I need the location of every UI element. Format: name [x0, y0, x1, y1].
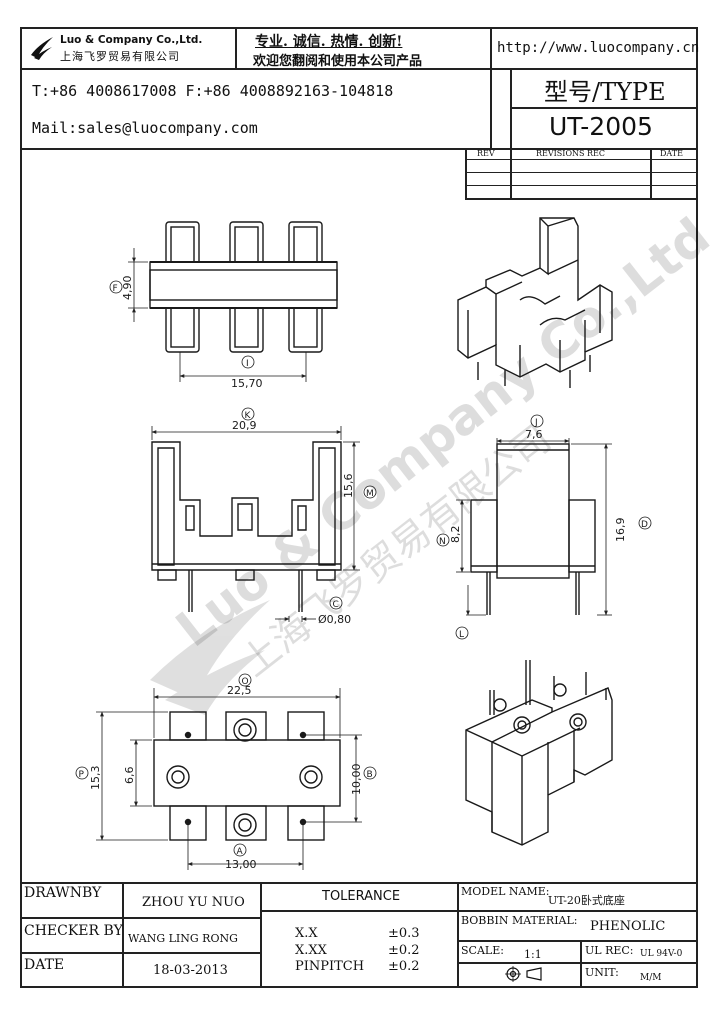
front-width-tag: K: [245, 411, 252, 421]
top-view: [128, 221, 338, 382]
scale-value: 1:1: [524, 948, 542, 961]
tolerance-xxx-label: X.XX: [295, 943, 327, 958]
date-label: DATE: [24, 957, 65, 973]
front-height-dim: 15,6: [342, 474, 355, 499]
date-value: 18-03-2013: [153, 963, 228, 978]
ul-rec-value: UL 94V-0: [640, 949, 683, 959]
front-pin-tag: C: [333, 600, 339, 610]
slogan-line-2: 欢迎您翻阅和使用本公司产品: [253, 54, 423, 69]
top-height-dim: 4,90: [121, 276, 134, 301]
rev-col-header: REV: [477, 149, 495, 158]
tolerance-label: TOLERANCE: [322, 889, 401, 904]
ul-rec-label: UL REC:: [585, 944, 634, 957]
front-pin-dim: Ø0,80: [318, 613, 351, 626]
bottom-width-dim: 22,5: [227, 684, 252, 697]
side-width-dim: 7,6: [525, 428, 543, 441]
bottom-pitch-dim: 13,00: [225, 858, 257, 871]
checker-label: CHECKER BY: [24, 923, 123, 939]
bobbin-material-label: BOBBIN MATERIAL:: [461, 914, 578, 927]
tolerance-xx-value: ±0.3: [388, 926, 420, 941]
company-name-cn: 上海飞罗贸易有限公司: [60, 50, 180, 63]
bottom-spacing-dim: 10,00: [350, 764, 363, 796]
drawnby-label: DRAWNBY: [24, 885, 102, 901]
website-url: http://www.luocompany.cn: [497, 40, 700, 56]
tolerance-pin-value: ±0.2: [388, 959, 420, 974]
revisions-rec-col-header: REVISIONS REC: [536, 149, 606, 158]
mail-address: Mail:sales@luocompany.com: [32, 119, 258, 137]
drawnby-value: ZHOU YU NUO: [142, 895, 245, 910]
bottom-spacing-tag: B: [367, 770, 373, 780]
bottom-height-dim: 15,3: [89, 766, 102, 791]
bottom-pitch-tag: A: [237, 847, 244, 857]
bottom-inner-dim: 6,6: [123, 767, 136, 785]
bottom-height-tag: P: [79, 770, 85, 780]
bobbin-material-value: PHENOLIC: [590, 919, 666, 934]
top-width-tag: I: [246, 359, 249, 369]
isometric-view-bottom: [465, 660, 613, 846]
side-pin-tag: L: [459, 630, 464, 640]
side-height-dim: 16,9: [614, 518, 627, 543]
tolerance-xxx-value: ±0.2: [388, 943, 420, 958]
front-width-dim: 20,9: [232, 419, 257, 432]
side-width-tag: J: [534, 418, 538, 428]
side-inner-dim: 8,2: [449, 526, 462, 544]
type-label: 型号/TYPE: [544, 78, 666, 106]
phone-fax: T:+86 4008617008 F:+86 4008892163-104818: [32, 82, 394, 100]
slogan-line-1: 专业. 诚信. 热情. 创新!: [255, 34, 403, 50]
drawing-frame: [20, 27, 698, 988]
bottom-width-tag: O: [242, 677, 249, 687]
model-name-value: UT-20卧式底座: [548, 894, 625, 907]
tolerance-pin-label: PINPITCH: [295, 959, 365, 974]
projection-symbol-icon: [505, 966, 545, 986]
isometric-view-top: [457, 217, 613, 388]
side-inner-tag: N: [439, 537, 446, 547]
checker-value: WANG LING RONG: [128, 932, 238, 945]
unit-value: M/M: [640, 973, 662, 983]
side-height-tag: D: [641, 520, 648, 530]
top-width-dim: 15,70: [231, 377, 263, 390]
logo-swoosh-icon: [31, 37, 53, 60]
front-view: [151, 426, 360, 622]
company-name-en: Luo & Company Co.,Ltd.: [60, 34, 203, 46]
side-view: [456, 438, 612, 616]
front-height-tag: M: [366, 489, 374, 499]
company-logo: [28, 33, 56, 61]
date-col-header: DATE: [660, 149, 683, 158]
model-number: UT-2005: [549, 112, 653, 141]
bottom-view: [96, 688, 362, 870]
tolerance-xx-label: X.X: [295, 926, 318, 941]
scale-label: SCALE:: [461, 944, 504, 957]
model-name-label: MODEL NAME:: [461, 885, 550, 898]
unit-label: UNIT:: [585, 966, 619, 979]
top-height-tag: F: [113, 284, 118, 294]
